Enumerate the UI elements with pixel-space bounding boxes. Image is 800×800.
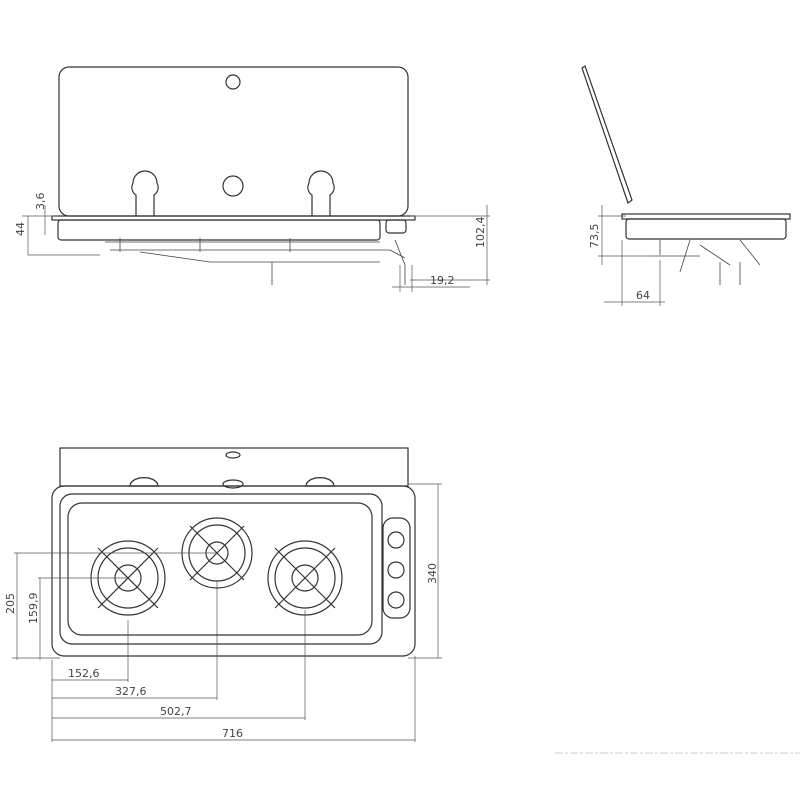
knob-2	[387, 561, 405, 579]
dim-340: 340	[426, 563, 439, 584]
lid-side	[581, 65, 633, 204]
top-dim-lines-vertical	[12, 483, 442, 660]
burner-piping	[105, 238, 406, 285]
side-view: 73,5 64	[581, 65, 791, 306]
hob-tray	[67, 502, 373, 636]
dim-19-2: 19,2	[430, 274, 455, 287]
dim-73-5: 73,5	[588, 224, 601, 249]
top-dim-lines-horizontal	[51, 580, 416, 742]
burner-piping-side	[650, 239, 761, 285]
knob-1	[387, 531, 405, 549]
hinges-top	[129, 477, 335, 487]
dim-205: 205	[4, 593, 17, 614]
hob-inner	[59, 493, 383, 645]
knob-3	[387, 591, 405, 609]
dim-44: 44	[14, 222, 27, 236]
knob-front	[385, 219, 407, 234]
dim-159-9: 159,9	[27, 593, 40, 625]
hob-body-side	[625, 218, 787, 240]
dim-64: 64	[636, 289, 650, 302]
lid-handle-top	[225, 451, 241, 459]
dim-502-7: 502,7	[160, 705, 192, 718]
hob-outline	[51, 485, 416, 657]
burner-right	[267, 540, 343, 616]
lid-handle	[225, 74, 241, 90]
front-view: 3,6 44 102,4 19,2	[14, 66, 490, 292]
dim-327-6: 327,6	[115, 685, 147, 698]
hob-body	[57, 219, 381, 241]
top-view: 205 159,9 340 152,6 327,6 502,7 716	[4, 447, 442, 742]
dim-102-4: 102,4	[474, 217, 487, 249]
logo-badge	[222, 175, 244, 197]
logo-top	[222, 479, 244, 489]
dim-716: 716	[222, 727, 243, 740]
dim-lines-right	[392, 205, 490, 292]
side-dim-lines	[598, 205, 665, 306]
hinge-left	[131, 170, 159, 216]
hinge-right	[307, 170, 335, 216]
knob-panel	[382, 517, 411, 619]
dim-3-6: 3,6	[34, 193, 47, 211]
dim-lines-left	[22, 205, 100, 256]
dim-152-6: 152,6	[68, 667, 100, 680]
hob-top-side	[621, 213, 791, 220]
